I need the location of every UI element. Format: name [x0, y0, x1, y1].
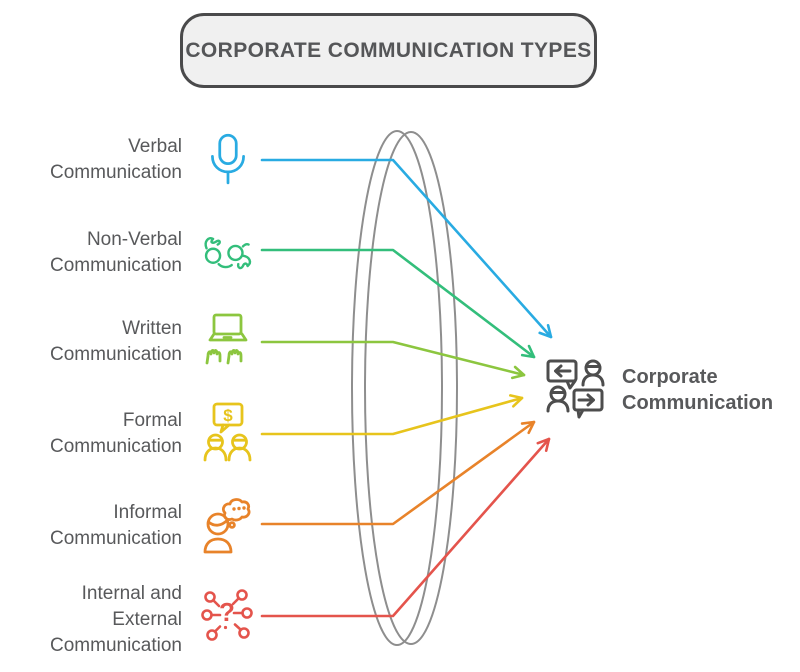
connector-internal-external — [260, 437, 551, 618]
dollar-glyph: $ — [223, 406, 233, 425]
connector-written — [260, 340, 526, 380]
lens-shape — [351, 130, 458, 646]
label-formal-communication: Formal Communication — [50, 410, 182, 457]
sign-language-icon — [200, 226, 256, 278]
label-internal-external-communication: Internal and External Communication — [50, 583, 182, 656]
microphone-icon — [200, 130, 256, 190]
diagram-title-pill: CORPORATE COMMUNICATION TYPES — [180, 13, 597, 88]
money-talk-icon: $ — [200, 402, 256, 464]
network-question-icon: ? — [200, 588, 256, 646]
connector-verbal — [260, 158, 553, 339]
connector-formal — [260, 394, 524, 436]
connector-non-verbal — [260, 248, 536, 359]
label-written-communication: Written Communication — [50, 318, 182, 365]
question-glyph: ? — [219, 597, 235, 627]
connector-informal — [260, 420, 536, 526]
label-informal-communication: Informal Communication — [50, 502, 182, 549]
diagram-title: CORPORATE COMMUNICATION TYPES — [185, 38, 592, 62]
label-verbal-communication: Verbal Communication — [50, 136, 182, 183]
laptop-typing-icon — [200, 312, 256, 370]
label-non-verbal-communication: Non-Verbal Communication — [50, 229, 182, 276]
chat-people-icon — [546, 356, 614, 425]
label-corporate-communication: Corporate Communication — [622, 366, 774, 414]
thinking-person-icon — [200, 494, 256, 558]
